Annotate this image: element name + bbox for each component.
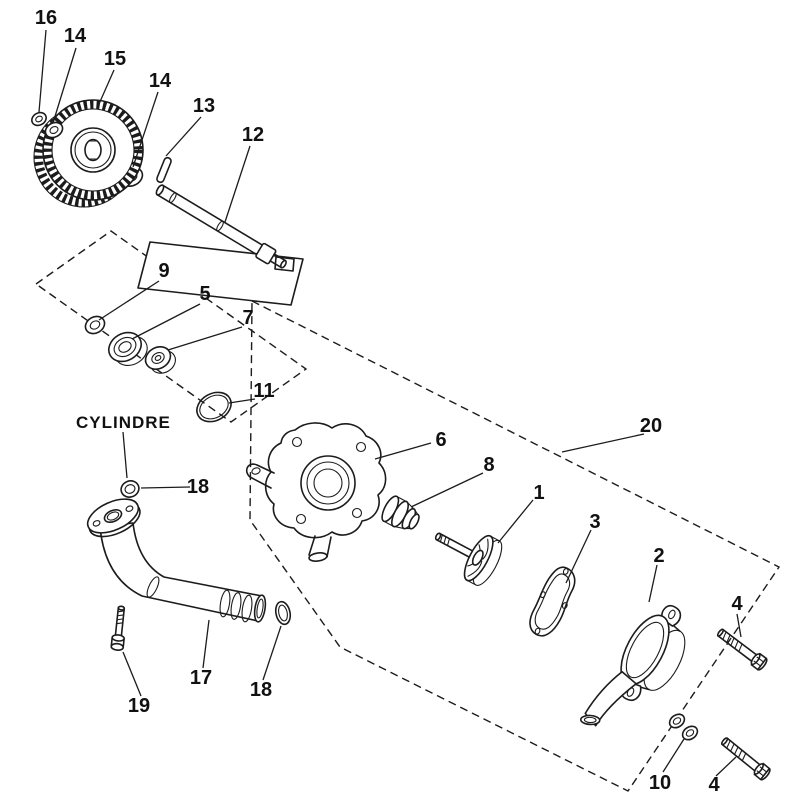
leader-lines <box>38 29 742 777</box>
leader-20 <box>561 433 645 453</box>
callout-18-lower: 18 <box>250 679 272 701</box>
part-9-washer <box>84 315 106 335</box>
part-4-bolt-lower <box>720 737 771 781</box>
callout-7: 7 <box>242 307 253 329</box>
leader-18-upper <box>140 486 191 489</box>
part-14-washer-left <box>44 121 64 139</box>
part-17-pipe <box>86 498 267 623</box>
part-2-cover <box>579 605 686 727</box>
part-16-washer <box>31 111 47 127</box>
cylinder-label: CYLINDRE <box>76 413 171 432</box>
leader-10 <box>662 738 685 773</box>
callout-2: 2 <box>653 545 664 567</box>
callout-3: 3 <box>589 511 600 533</box>
callout-19: 19 <box>128 695 150 717</box>
leader-15 <box>98 69 115 105</box>
callout-4-upper: 4 <box>731 593 743 615</box>
leader-4-lower <box>715 756 737 777</box>
part-6-housing <box>245 422 387 562</box>
leader-14-right <box>132 91 159 168</box>
callout-labels: 16 14 15 14 13 12 9 5 7 11 18 6 8 1 3 2 … <box>35 7 744 796</box>
part-8-seal <box>381 495 420 530</box>
part-7-seal <box>144 346 176 374</box>
part-19-bolt <box>110 605 126 651</box>
leader-4-upper <box>736 613 742 638</box>
callout-6: 6 <box>435 429 446 451</box>
callout-15: 15 <box>104 48 126 70</box>
callout-14-upper: 14 <box>64 25 87 47</box>
leader-cylindre <box>122 431 128 479</box>
boundary-upper-dashed <box>34 230 308 423</box>
callout-20: 20 <box>640 415 662 437</box>
part-18-oring-lower <box>274 600 292 626</box>
leader-11 <box>228 398 256 404</box>
callout-16: 16 <box>35 7 57 29</box>
part-11-oring <box>196 391 232 423</box>
leader-2 <box>648 564 658 603</box>
boundary-20-dashed <box>249 299 781 792</box>
callout-5: 5 <box>199 283 210 305</box>
leader-5 <box>131 303 201 340</box>
callout-4-lower: 4 <box>708 774 720 796</box>
leader-9 <box>98 280 160 321</box>
leader-3 <box>565 529 592 584</box>
part-5-bearing <box>108 331 148 367</box>
part-13-pin <box>156 156 172 184</box>
leader-13 <box>165 116 202 157</box>
callout-18-upper: 18 <box>187 476 209 498</box>
callout-8: 8 <box>483 454 494 476</box>
leader-1 <box>497 499 534 544</box>
callout-13: 13 <box>193 95 215 117</box>
part-18-oring-upper <box>120 480 140 498</box>
callout-10: 10 <box>649 772 671 794</box>
leader-18-lower <box>262 625 282 681</box>
part-15-gear <box>33 99 144 208</box>
callout-12: 12 <box>242 124 264 146</box>
leader-19 <box>122 651 142 697</box>
callout-14-right: 14 <box>149 70 172 92</box>
callout-17: 17 <box>190 667 212 689</box>
part-4-bolt-upper <box>716 628 768 671</box>
leader-16 <box>38 29 47 113</box>
part-1-impeller <box>434 532 503 586</box>
part-3-gasket <box>529 566 576 637</box>
callout-1: 1 <box>533 482 544 504</box>
leader-17 <box>202 619 210 669</box>
leader-8 <box>410 472 484 508</box>
leader-7 <box>167 326 243 351</box>
callout-11: 11 <box>253 380 274 402</box>
part-10-washers <box>668 713 699 741</box>
leader-14-upper <box>52 47 77 124</box>
callout-9: 9 <box>158 260 169 282</box>
leader-6 <box>374 442 432 460</box>
leader-12 <box>224 145 251 223</box>
